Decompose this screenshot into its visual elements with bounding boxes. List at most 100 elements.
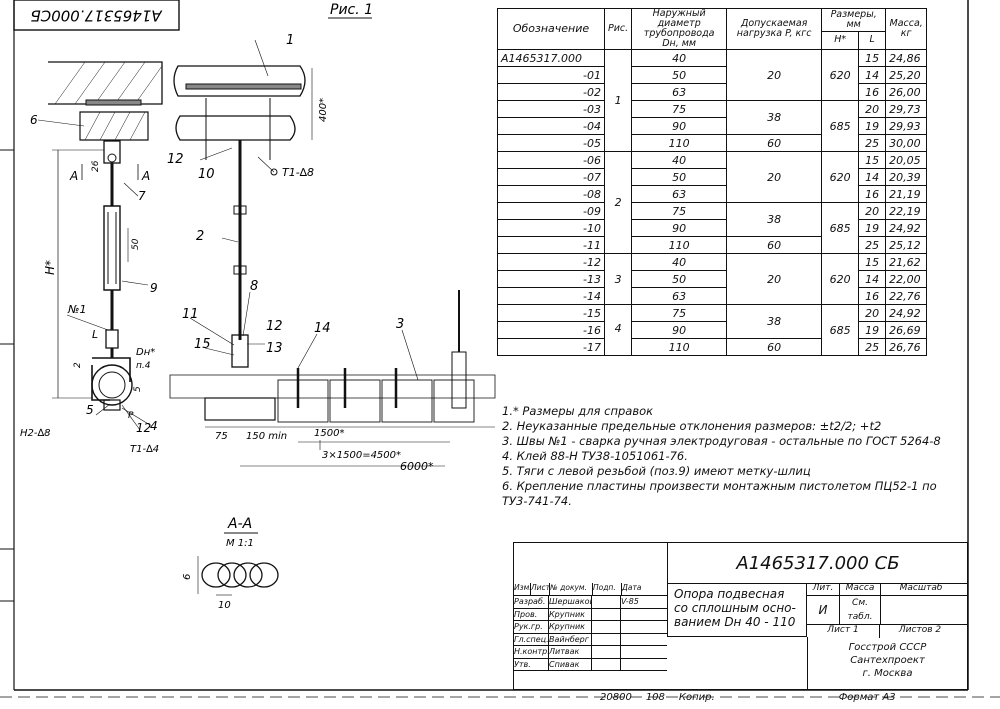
cell-L: 16: [858, 83, 887, 101]
cell-load: 38: [726, 304, 823, 339]
cell-mass: 26,00: [885, 83, 928, 101]
organization: Госстрой СССР Сантехпроект г. Москва: [807, 637, 967, 689]
col-diameter: Наружный диаметр трубопровода Dн, мм: [631, 8, 728, 50]
section-aa-title: А-А: [227, 516, 252, 532]
dim-1500: 1500*: [314, 428, 344, 439]
cell-diameter: 50: [631, 168, 728, 186]
cell-load: 20: [726, 49, 823, 101]
dim-Dn: Dн*: [136, 347, 155, 358]
signature-sign: [592, 658, 621, 670]
hdr-date: Дата: [622, 583, 642, 592]
cell-designation: -12: [497, 253, 605, 271]
signature-name: Вайнберг: [549, 633, 592, 645]
org-line-2: Сантехпроект: [850, 655, 925, 666]
lit-header: Лит.: [807, 583, 840, 595]
signature-row: Гл.спец.Вайнберг: [514, 633, 667, 646]
cell-designation: -07: [497, 168, 605, 186]
cell-load: 60: [726, 236, 823, 254]
cell-designation: -08: [497, 185, 605, 203]
cell-mass: 29,93: [885, 117, 928, 135]
dim-400: 400*: [318, 98, 329, 122]
cell-designation: А1465317.000: [497, 49, 605, 67]
hdr-list: Лист: [531, 583, 550, 595]
dim-75: 75: [215, 431, 228, 442]
cell-L: 25: [858, 134, 887, 152]
signature-date: V-85: [621, 597, 639, 606]
signature-sign: [592, 596, 621, 608]
note-2: 2. Неуказанные предельные отклонения раз…: [502, 419, 882, 433]
fig-3: 3: [614, 273, 622, 286]
weld-H2-8: Н2-∆8: [20, 428, 51, 439]
cell-L: 25: [858, 236, 887, 254]
callout-12: 12: [167, 152, 184, 167]
note-3: 3. Швы №1 - сварка ручная электродуговая…: [502, 434, 941, 448]
callout-15: 14: [314, 321, 331, 336]
dim-L: L: [92, 328, 98, 341]
callout-14: 15: [194, 337, 211, 352]
cell-H: 620: [821, 253, 860, 305]
mass-value: См. табл.: [840, 596, 881, 624]
cell-L: 19: [858, 117, 887, 135]
dim-n4: п.4: [136, 361, 151, 371]
cell-H: 620: [821, 49, 860, 101]
cell-designation: -02: [497, 83, 605, 101]
section-A-right: А: [141, 169, 150, 183]
hdr-sign: Подп.: [593, 583, 622, 595]
cell-fig: 1: [603, 49, 633, 152]
dim-50: 50: [131, 238, 141, 250]
cell-mass: 21,19: [885, 185, 928, 203]
cell-L: 20: [858, 202, 887, 220]
callout-5: 5: [86, 403, 94, 417]
callout-8: 8: [250, 279, 258, 294]
cell-diameter: 40: [631, 253, 728, 271]
section-aa-scale: М 1:1: [226, 538, 254, 549]
cell-L: 14: [858, 270, 887, 288]
hanger-detail: [37, 61, 163, 431]
col-mass: Масса, кг: [885, 8, 928, 50]
footer-sheet-code: 108: [645, 692, 665, 703]
cell-designation: -14: [497, 287, 605, 305]
footer-copied: Копир.: [678, 692, 715, 703]
cell-L: 15: [858, 151, 887, 169]
cell-mass: 21,62: [885, 253, 928, 271]
rotated-doc-code: А1465317.000СБ: [30, 7, 162, 25]
cell-mass: 24,92: [885, 219, 928, 237]
hanger-detail-labels: 6 7 9 5 4 12 26 50 H* №1 L Dн* п.4 2 5 P…: [20, 113, 159, 455]
cell-diameter: 90: [631, 117, 728, 135]
col-load: Допускаемая нагрузка P, кгс: [726, 8, 823, 50]
footer-format: Формат А3: [838, 692, 896, 703]
cell-designation: -09: [497, 202, 605, 220]
cell-mass: 20,39: [885, 168, 928, 186]
dim-2: 2: [73, 362, 83, 368]
cell-mass: 24,86: [885, 49, 928, 67]
figure-label: Рис. 1: [330, 2, 373, 18]
signature-row: Рук.гр.Крупник: [514, 621, 667, 634]
cell-L: 20: [858, 100, 887, 118]
signature-row: Утв.Спивак: [514, 658, 667, 671]
dim-H: H*: [43, 260, 57, 275]
cell-L: 14: [858, 168, 887, 186]
signature-role: Утв.: [514, 658, 549, 670]
footer: 20800 108 Копир. Формат А3: [600, 692, 980, 703]
signature-role: Разраб.: [514, 596, 549, 608]
cell-diameter: 40: [631, 49, 728, 67]
section-aa: А-А М 1:1 6 10: [182, 516, 279, 611]
section-aa-dim-6: 6: [182, 574, 193, 580]
cell-diameter: 75: [631, 100, 728, 118]
scale-value: [881, 596, 961, 624]
mass-header: Масса: [840, 583, 881, 595]
weld-T1-4: Т1-∆4: [130, 444, 159, 455]
callout-7: 7: [138, 189, 146, 203]
cell-H: 620: [821, 151, 860, 203]
cell-mass: 22,00: [885, 270, 928, 288]
cell-diameter: 90: [631, 219, 728, 237]
